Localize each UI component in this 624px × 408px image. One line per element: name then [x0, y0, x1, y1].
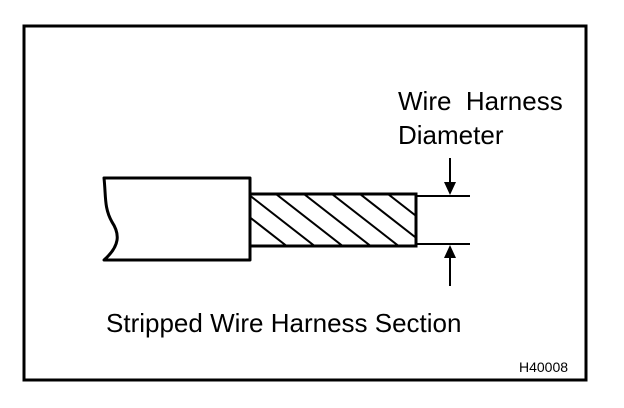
label-stripped-section: Stripped Wire Harness Section: [106, 308, 461, 338]
dimension-arrow-top: [444, 158, 456, 195]
wire-insulation: [102, 176, 252, 262]
label-diameter-line1: Wire Harness: [398, 86, 563, 116]
dimension-arrow-bottom: [444, 245, 456, 286]
stripped-conductor: [248, 192, 418, 248]
label-diameter-line2: Diameter: [398, 120, 504, 150]
figure-code: H40008: [519, 359, 568, 375]
